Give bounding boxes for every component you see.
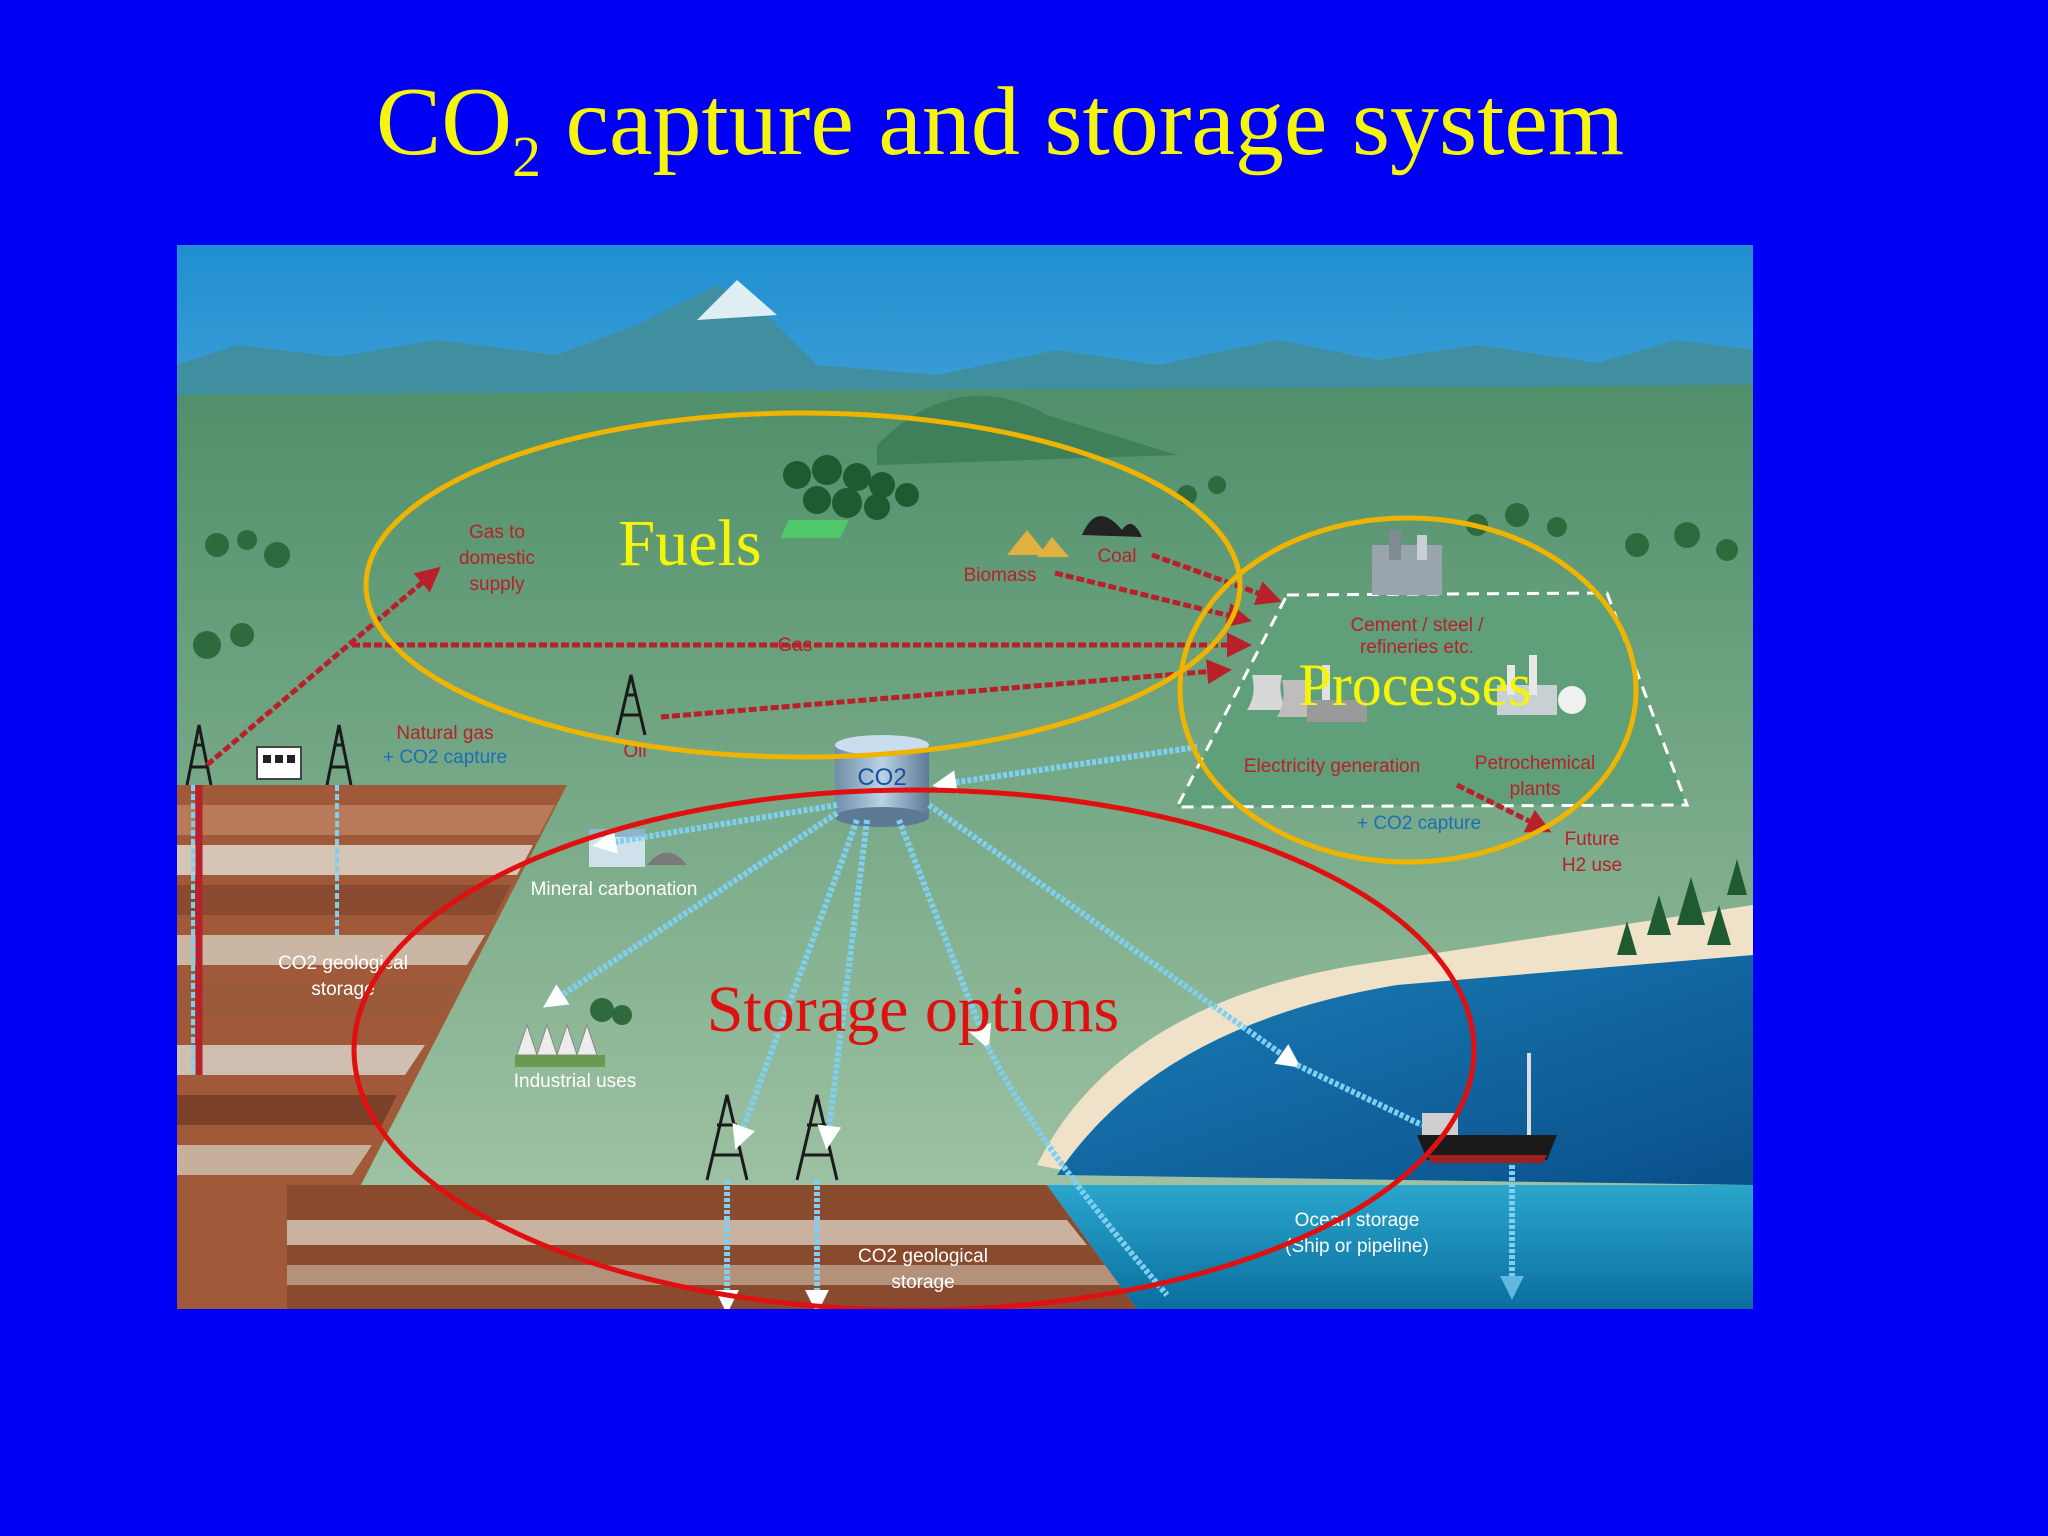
slide-title: CO2 capture and storage system: [0, 62, 2000, 217]
geo-storage-bottom-label-2: storage: [891, 1272, 954, 1293]
future-h2-label-2: H2 use: [1562, 855, 1622, 876]
title-rest: capture and storage system: [541, 68, 1625, 176]
mountain-peak: [697, 280, 777, 320]
petrochemical-icon: [1497, 655, 1586, 715]
future-h2-label-1: Future: [1565, 829, 1620, 850]
industrial-uses-label: Industrial uses: [514, 1071, 637, 1092]
processes-ring: [1177, 515, 1639, 865]
fuels-label: Fuels: [618, 507, 761, 580]
title-co: CO: [375, 68, 513, 176]
coast-trees: [1617, 859, 1747, 955]
gas-label: Gas: [778, 635, 813, 656]
co2-capture-right-label: + CO2 capture: [1357, 813, 1481, 834]
injection-pipe-left: [191, 785, 339, 1075]
gas-domestic-label-1: Gas to: [469, 522, 525, 543]
co2-capture-left-label: + CO2 capture: [383, 747, 507, 768]
derricks: [185, 674, 839, 1181]
geo-storage-left-label-1: CO2 geological: [278, 953, 408, 974]
processing-unit-icon: [256, 746, 302, 780]
storage-ring: [351, 787, 1477, 1309]
gas-domestic-label-3: supply: [470, 574, 525, 595]
coal-pile: [1082, 516, 1142, 537]
coal-label: Coal: [1097, 546, 1136, 567]
geo-storage-bottom-label-1: CO2 geological: [858, 1246, 988, 1267]
bottom-strata-dark: [287, 1265, 1122, 1285]
title-subscript: 2: [512, 124, 542, 189]
natural-gas-label: Natural gas: [396, 723, 493, 744]
electricity-label: Electricity generation: [1244, 756, 1420, 777]
fuel-flows: [205, 552, 1552, 833]
gas-domestic-label-2: domestic: [459, 548, 535, 569]
biomass-field: [780, 520, 849, 538]
trees: [193, 476, 1738, 659]
storage-options-label: Storage options: [707, 973, 1119, 1046]
sea: [1057, 955, 1753, 1185]
cement-label-1: Cement / steel /: [1350, 615, 1484, 636]
co2-tank-label: CO2: [857, 764, 906, 791]
processes-area: [1174, 591, 1690, 809]
petrochemical-label-1: Petrochemical: [1475, 753, 1595, 774]
ocean-storage-label-2: (Ship or pipeline): [1285, 1236, 1429, 1257]
cement-label-2: refineries etc.: [1360, 637, 1474, 658]
hill: [877, 395, 1177, 465]
ocean-storage-label-1: Ocean storage: [1295, 1210, 1420, 1231]
petrochemical-label-2: plants: [1510, 779, 1561, 800]
forest: [783, 455, 919, 520]
biomass-piles: [1007, 530, 1069, 557]
left-strata: [177, 805, 555, 1175]
mineral-carbonation-label: Mineral carbonation: [531, 879, 698, 900]
bottom-strata-light: [287, 1220, 1087, 1245]
ship: [1417, 1135, 1557, 1160]
fuels-ring: [363, 410, 1243, 760]
ship-mast: [1527, 1053, 1531, 1135]
geo-storage-left-label-2: storage: [311, 979, 374, 1000]
ccs-illustration: Gas to domestic supply Biomass Coal Gas …: [177, 245, 1753, 1309]
sea-section: [1047, 1185, 1753, 1309]
co2-flows: [542, 744, 1524, 1309]
industrial-uses-icon: [515, 998, 632, 1067]
ship-hull-red: [1427, 1155, 1547, 1163]
biomass-label: Biomass: [964, 565, 1037, 586]
cement-plant-icon: [1372, 530, 1442, 595]
processes-label: Processes: [1298, 652, 1531, 718]
power-station-icon: [1247, 665, 1367, 722]
